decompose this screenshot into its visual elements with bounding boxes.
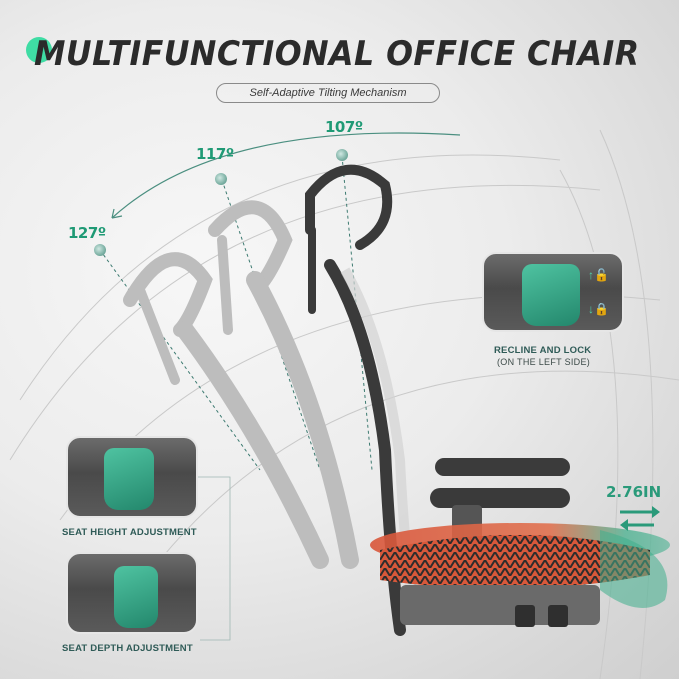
recline-subtitle: (ON THE LEFT SIDE) (497, 357, 591, 367)
seat-depth-lever-image (66, 552, 198, 634)
subtitle-text: Self-Adaptive Tilting Mechanism (249, 87, 407, 99)
seat-height-lever-image (66, 436, 198, 518)
angle-label-117: 117º (196, 145, 234, 163)
seat-depth-lever (114, 566, 158, 628)
ghost-backrests (123, 200, 359, 569)
title-area: MULTIFUNCTIONAL OFFICE CHAIR (0, 28, 679, 78)
angle-label-107: 107º (325, 118, 363, 136)
page-title: MULTIFUNCTIONAL OFFICE CHAIR (34, 34, 640, 74)
main-backrest (305, 164, 406, 636)
seat-height-title: SEAT HEIGHT ADJUSTMENT (62, 527, 197, 538)
bidirectional-arrows-icon (620, 506, 660, 531)
arrow-up-unlock-icon: ↑🔓 (588, 268, 609, 282)
pivot-dot-107 (336, 149, 348, 161)
tilt-arc (111, 132, 461, 219)
subtitle-badge: Self-Adaptive Tilting Mechanism (216, 83, 440, 103)
pivot-dot-117 (215, 173, 227, 185)
recline-lever-image: ↑🔓 ↓🔒 (482, 252, 624, 332)
arrow-down-lock-icon: ↓🔒 (588, 302, 609, 316)
seat-slide-distance: 2.76IN (606, 483, 662, 501)
recline-title: RECLINE AND LOCK (494, 345, 592, 356)
pivot-dot-127 (94, 244, 106, 256)
tilt-arrowhead (111, 208, 123, 219)
seat-cushion (370, 523, 670, 627)
angle-label-127: 127º (68, 224, 106, 242)
recline-lever (522, 264, 580, 326)
title-accent-dot (26, 37, 52, 63)
seat-height-lever (104, 448, 154, 510)
seat-depth-title: SEAT DEPTH ADJUSTMENT (62, 643, 193, 654)
